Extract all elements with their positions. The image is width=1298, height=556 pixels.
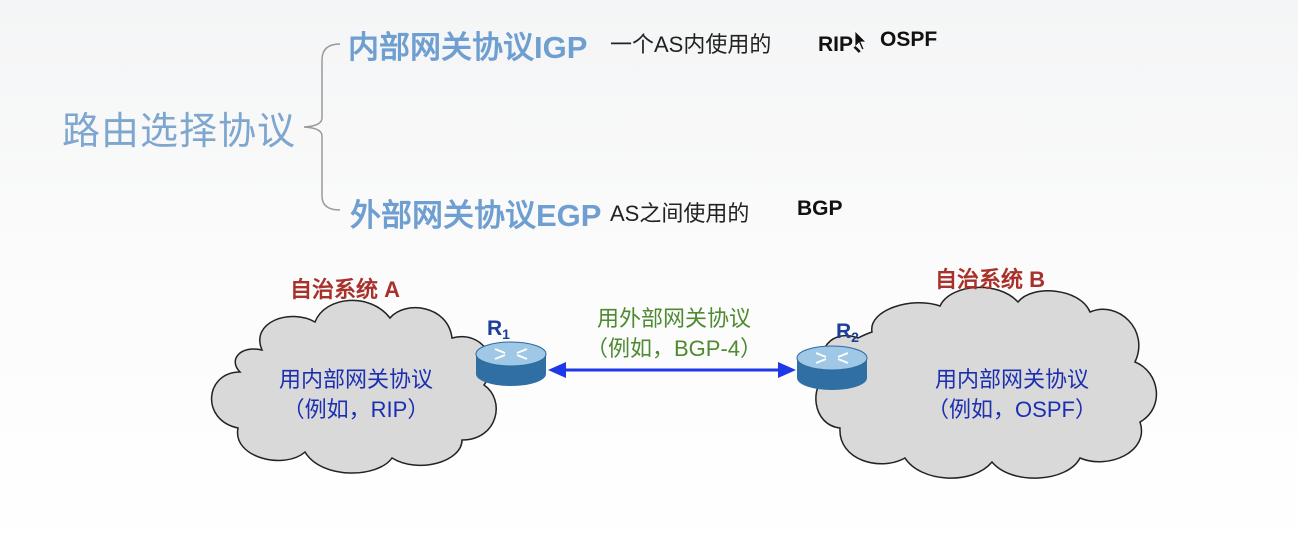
egp-title: 外部网关协议EGP [350, 198, 602, 233]
igp-example-rip: RIP、 [818, 33, 875, 56]
igp-title: 内部网关协议IGP [348, 30, 588, 65]
routing-protocol-title: 路由选择协议 [62, 111, 297, 153]
as-b-line2: （例如，OSPF） [927, 397, 1097, 422]
router-r2-letter: R [836, 320, 852, 343]
link-line1: 用外部网关协议 [596, 306, 751, 331]
as-b-line1: 用内部网关协议 [934, 367, 1089, 392]
router-r1-label: R1 [487, 317, 510, 342]
as-a-line2: （例如，RIP） [282, 397, 430, 422]
as-a-line1: 用内部网关协议 [278, 367, 433, 392]
router-r1-letter: R [487, 317, 503, 340]
igp-example-ospf: OSPF [880, 28, 938, 51]
as-b-title: 自治系统 B [935, 267, 1046, 292]
router-r1-icon [475, 341, 547, 386]
link-label: 用外部网关协议 （例如，BGP-4） [540, 304, 808, 364]
as-a-title: 自治系统 A [290, 277, 401, 302]
egp-description: AS之间使用的 [610, 201, 750, 226]
as-b-label: 用内部网关协议 （例如，OSPF） [878, 365, 1146, 425]
cloud-b [815, 286, 1157, 479]
bgp-link-arrow [548, 362, 796, 378]
router-r2-label: R2 [836, 320, 859, 345]
egp-example-bgp: BGP [797, 197, 843, 220]
router-r2-icon [796, 345, 868, 390]
mouse-cursor-icon [854, 30, 867, 51]
igp-description: 一个AS内使用的 [610, 32, 772, 57]
brace [303, 43, 341, 211]
router-r1-sub: 1 [502, 326, 510, 342]
router-r2-sub: 2 [851, 329, 859, 345]
link-line2: （例如，BGP-4） [585, 336, 763, 361]
as-a-label: 用内部网关协议 （例如，RIP） [232, 365, 480, 425]
cloud-a [210, 299, 497, 474]
